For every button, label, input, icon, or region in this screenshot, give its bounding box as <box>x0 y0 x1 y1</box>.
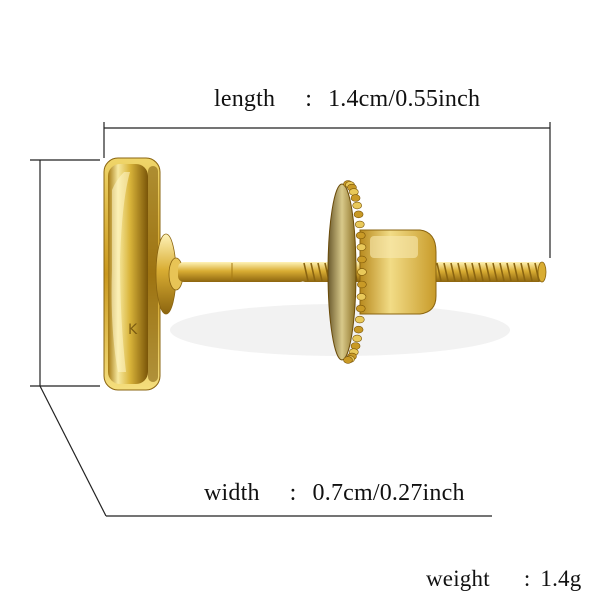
width-label: width:0.7cm/0.27inch <box>204 480 465 507</box>
stud-face: K <box>103 157 161 391</box>
width-separator: : <box>289 480 297 506</box>
svg-text:K: K <box>128 322 138 338</box>
length-value: 1.4cm/0.55inch <box>328 86 481 112</box>
length-dimension-line <box>103 122 551 258</box>
post-collar <box>155 233 184 315</box>
length-separator: : <box>305 86 313 112</box>
weight-label: weight:1.4g <box>426 566 581 592</box>
length-label: length:1.4cm/0.55inch <box>214 86 480 113</box>
width-dimension-line <box>30 159 492 517</box>
weight-value: 1.4g <box>540 566 582 591</box>
weight-separator: : <box>523 566 531 591</box>
width-name: width <box>204 480 260 506</box>
post-smooth <box>178 262 306 282</box>
width-value: 0.7cm/0.27inch <box>312 480 465 506</box>
length-name: length <box>214 86 276 112</box>
disc-back <box>327 180 367 364</box>
weight-name: weight <box>426 566 490 591</box>
screw-back <box>359 229 437 315</box>
